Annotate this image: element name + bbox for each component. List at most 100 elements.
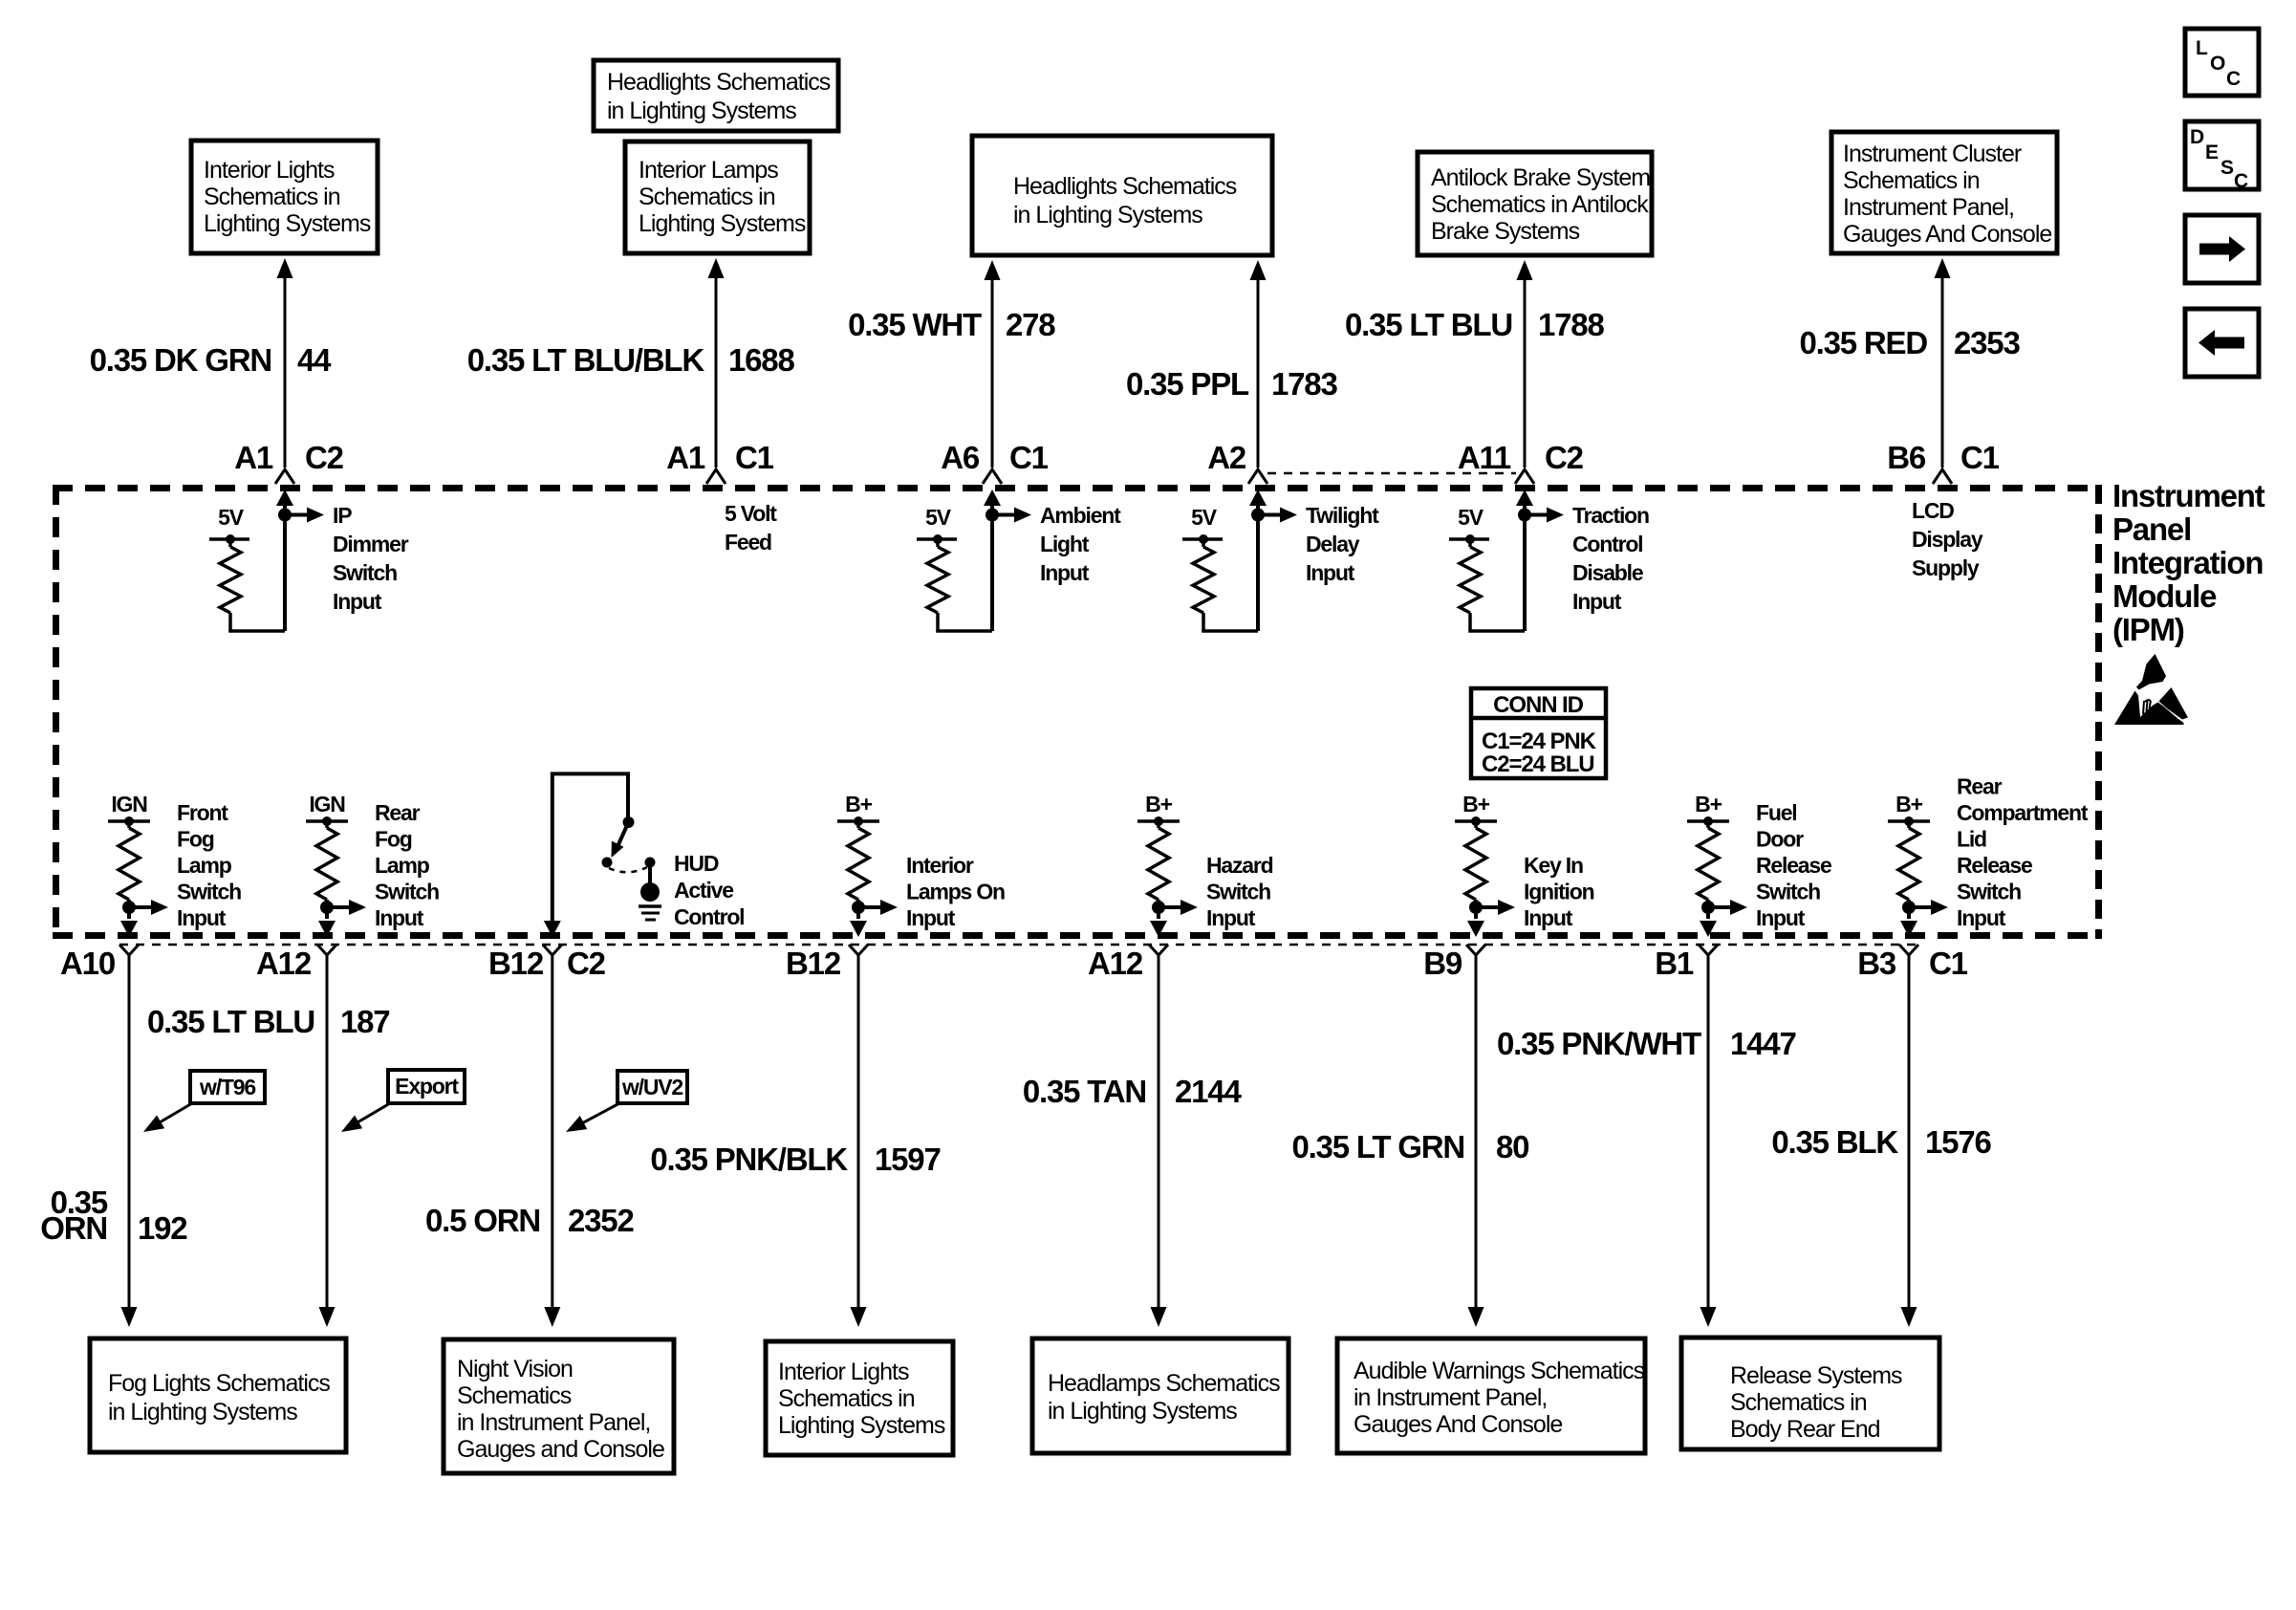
- svg-text:C1: C1: [1929, 946, 1968, 981]
- svg-text:Input: Input: [375, 905, 424, 930]
- svg-text:Schematics in: Schematics in: [204, 184, 340, 210]
- svg-text:Dimmer: Dimmer: [333, 532, 409, 556]
- svg-text:Gauges And Console: Gauges And Console: [1354, 1411, 1562, 1438]
- svg-text:Gauges and Console: Gauges and Console: [457, 1436, 664, 1463]
- svg-text:Schematics in: Schematics in: [1843, 167, 1980, 194]
- svg-text:B12: B12: [786, 946, 841, 981]
- svg-text:Switch: Switch: [375, 880, 439, 904]
- svg-text:Headlights Schematics: Headlights Schematics: [607, 69, 831, 96]
- svg-text:5V: 5V: [1458, 505, 1484, 530]
- svg-text:LCD: LCD: [1912, 498, 1954, 523]
- svg-text:IGN: IGN: [309, 792, 345, 816]
- svg-text:0.35 TAN: 0.35 TAN: [1023, 1074, 1146, 1109]
- svg-text:C2=24 BLU: C2=24 BLU: [1482, 751, 1593, 777]
- svg-text:E: E: [2205, 141, 2219, 163]
- svg-text:in Instrument Panel,: in Instrument Panel,: [1354, 1384, 1547, 1411]
- svg-text:Lamp: Lamp: [177, 853, 232, 878]
- svg-text:Input: Input: [906, 905, 956, 930]
- svg-text:Input: Input: [1957, 905, 2006, 930]
- svg-text:0.35 PNK/WHT: 0.35 PNK/WHT: [1497, 1026, 1701, 1061]
- svg-text:in Lighting Systems: in Lighting Systems: [1013, 202, 1202, 228]
- svg-text:C1=24 PNK: C1=24 PNK: [1482, 729, 1597, 754]
- svg-text:in Lighting Systems: in Lighting Systems: [108, 1399, 297, 1425]
- svg-text:C1: C1: [1009, 440, 1049, 475]
- svg-text:Interior Lamps: Interior Lamps: [639, 157, 778, 184]
- svg-text:1597: 1597: [875, 1142, 941, 1177]
- svg-text:A12: A12: [256, 946, 312, 981]
- svg-text:Control: Control: [1572, 532, 1642, 556]
- svg-text:C2: C2: [305, 440, 344, 475]
- svg-text:Schematics in Antilock: Schematics in Antilock: [1431, 191, 1649, 218]
- svg-text:Hazard: Hazard: [1206, 853, 1273, 878]
- svg-text:C: C: [2234, 170, 2248, 192]
- svg-text:HUD: HUD: [674, 851, 719, 876]
- svg-text:C2: C2: [1545, 440, 1584, 475]
- svg-text:1688: 1688: [728, 342, 794, 378]
- svg-text:Release Systems: Release Systems: [1730, 1362, 1902, 1389]
- svg-text:Display: Display: [1912, 527, 1983, 552]
- svg-text:Switch: Switch: [1756, 880, 1820, 904]
- svg-text:Switch: Switch: [333, 560, 397, 585]
- svg-text:S: S: [2220, 157, 2234, 179]
- svg-text:0.35 PPL: 0.35 PPL: [1126, 366, 1249, 402]
- svg-text:0.35 PNK/BLK: 0.35 PNK/BLK: [650, 1142, 848, 1177]
- svg-text:1783: 1783: [1271, 366, 1337, 402]
- svg-text:Night Vision: Night Vision: [457, 1356, 573, 1382]
- svg-text:(IPM): (IPM): [2112, 612, 2184, 647]
- svg-text:0.35 LT GRN: 0.35 LT GRN: [1291, 1129, 1464, 1164]
- svg-text:80: 80: [1496, 1129, 1528, 1164]
- svg-text:Input: Input: [1756, 905, 1806, 930]
- svg-text:B+: B+: [1895, 792, 1922, 816]
- svg-text:B1: B1: [1655, 946, 1694, 981]
- svg-text:Antilock Brake System: Antilock Brake System: [1431, 164, 1650, 191]
- svg-text:Gauges And Console: Gauges And Console: [1843, 221, 2051, 248]
- svg-text:A1: A1: [234, 440, 273, 475]
- svg-text:Ambient: Ambient: [1040, 503, 1121, 528]
- svg-text:C1: C1: [735, 440, 774, 475]
- svg-text:5V: 5V: [1191, 505, 1218, 530]
- svg-text:A10: A10: [60, 946, 115, 981]
- svg-text:Schematics: Schematics: [457, 1382, 572, 1409]
- svg-text:Lighting Systems: Lighting Systems: [639, 210, 806, 237]
- svg-text:2353: 2353: [1954, 325, 2020, 360]
- svg-text:Schematics in: Schematics in: [1730, 1389, 1867, 1416]
- svg-text:Switch: Switch: [1957, 880, 2021, 904]
- svg-text:Fog Lights Schematics: Fog Lights Schematics: [108, 1370, 330, 1397]
- svg-text:in Lighting Systems: in Lighting Systems: [607, 98, 796, 124]
- svg-text:Instrument Cluster: Instrument Cluster: [1843, 141, 2022, 167]
- svg-text:ORN: ORN: [40, 1210, 107, 1246]
- svg-text:Audible Warnings Schematics: Audible Warnings Schematics: [1354, 1358, 1645, 1384]
- svg-text:Twilight: Twilight: [1306, 503, 1379, 528]
- svg-text:Input: Input: [333, 589, 382, 614]
- svg-text:Supply: Supply: [1912, 555, 1980, 580]
- svg-text:5V: 5V: [218, 505, 245, 530]
- svg-text:Release: Release: [1756, 853, 1831, 878]
- svg-text:in Lighting Systems: in Lighting Systems: [1048, 1398, 1237, 1425]
- svg-text:Lid: Lid: [1957, 827, 1986, 852]
- svg-text:Fog: Fog: [177, 827, 214, 852]
- svg-text:Control: Control: [674, 904, 744, 929]
- svg-text:B+: B+: [845, 792, 872, 816]
- svg-text:Switch: Switch: [177, 880, 241, 904]
- svg-text:Door: Door: [1756, 827, 1804, 852]
- svg-text:IGN: IGN: [111, 792, 147, 816]
- svg-text:Key In: Key In: [1524, 853, 1583, 878]
- svg-text:Panel: Panel: [2112, 511, 2191, 547]
- svg-text:0.35 LT BLU/BLK: 0.35 LT BLU/BLK: [467, 342, 705, 378]
- svg-text:Headlamps Schematics: Headlamps Schematics: [1048, 1370, 1280, 1397]
- svg-text:Rear: Rear: [1957, 774, 2003, 799]
- svg-text:Release: Release: [1957, 853, 2032, 878]
- svg-text:w/UV2: w/UV2: [621, 1075, 682, 1099]
- svg-text:A2: A2: [1207, 440, 1246, 475]
- svg-text:B6: B6: [1887, 440, 1926, 475]
- svg-text:Instrument Panel,: Instrument Panel,: [1843, 194, 2014, 221]
- svg-text:1788: 1788: [1538, 307, 1604, 342]
- svg-text:B3: B3: [1857, 946, 1896, 981]
- svg-text:A6: A6: [941, 440, 980, 475]
- svg-text:B12: B12: [488, 946, 544, 981]
- svg-text:Module: Module: [2112, 578, 2217, 614]
- svg-text:O: O: [2210, 53, 2225, 75]
- svg-text:5 Volt: 5 Volt: [725, 501, 777, 526]
- svg-text:0.35 LT BLU: 0.35 LT BLU: [1345, 307, 1512, 342]
- svg-text:1447: 1447: [1730, 1026, 1796, 1061]
